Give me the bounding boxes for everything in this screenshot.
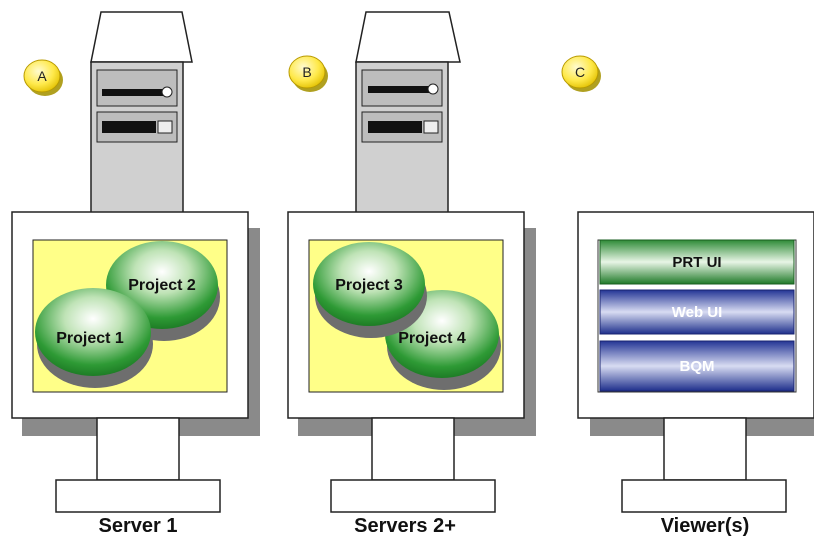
station-server-1: Project 2 Project 1 A Server 1 <box>11 11 260 537</box>
station-viewers: PRT UI Web UI BQM C Viewer(s) <box>561 55 814 537</box>
project-label: Project 2 <box>128 277 196 294</box>
ui-bar-web: Web UI <box>599 289 795 335</box>
badge-c: C <box>561 55 601 92</box>
project-label: Project 4 <box>398 330 466 347</box>
server-tower <box>355 11 461 215</box>
project-label: Project 1 <box>56 330 124 347</box>
badge-letter: B <box>302 64 311 80</box>
ui-bar-label: BQM <box>680 358 715 375</box>
project-label: Project 3 <box>335 277 403 294</box>
badge-a: A <box>23 59 63 96</box>
station-caption: Viewer(s) <box>661 515 750 537</box>
station-servers-2plus: Project 4 Project 3 B Servers 2+ <box>287 11 536 537</box>
ui-bar-label: Web UI <box>672 304 723 321</box>
station-caption: Server 1 <box>99 515 178 537</box>
badge-letter: A <box>37 68 47 84</box>
project-disc-3: Project 3 <box>313 242 427 338</box>
ui-bar-prt: PRT UI <box>599 239 795 285</box>
badge-b: B <box>288 55 328 92</box>
ui-bar-label: PRT UI <box>672 254 721 271</box>
server-tower <box>90 11 193 215</box>
station-caption: Servers 2+ <box>354 515 456 537</box>
badge-letter: C <box>575 64 585 80</box>
project-disc-1: Project 1 <box>35 288 153 388</box>
ui-bar-bqm: BQM <box>599 340 795 392</box>
